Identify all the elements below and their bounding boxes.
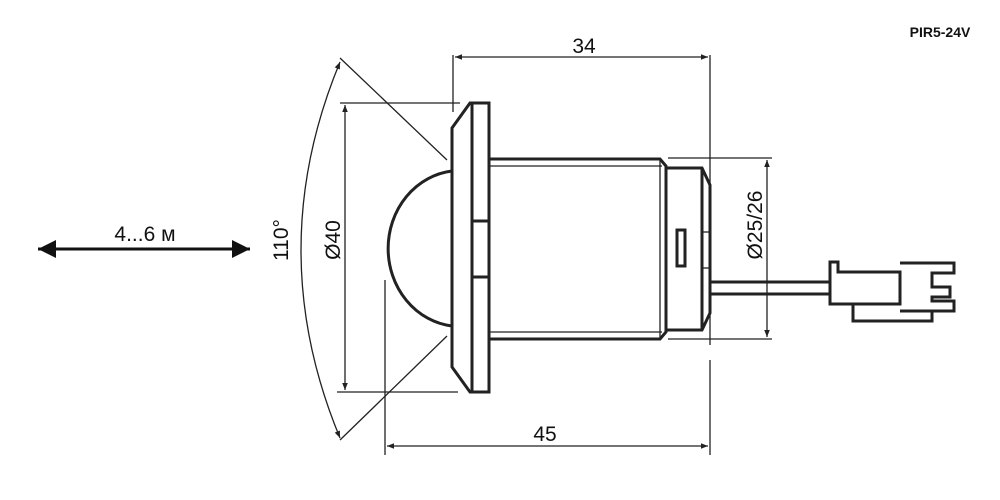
dim-45: 45: [533, 423, 556, 446]
dim-diameter-25-26: Ø25/26: [744, 191, 767, 260]
dim-diameter-40: Ø40: [322, 220, 345, 260]
dim-34: 34: [572, 35, 596, 58]
angle-arc: [300, 61, 341, 439]
housing: [489, 157, 668, 341]
detection-range-label: 4...6 м: [114, 223, 175, 246]
dimension-lines: [38, 54, 772, 455]
flange: [450, 101, 491, 394]
detection-angle-label: 110°: [270, 219, 293, 261]
connector: [828, 260, 902, 306]
model-label: PIR5-24V: [910, 24, 971, 40]
lens-dome: [386, 169, 453, 328]
sensor-body: [386, 101, 956, 394]
